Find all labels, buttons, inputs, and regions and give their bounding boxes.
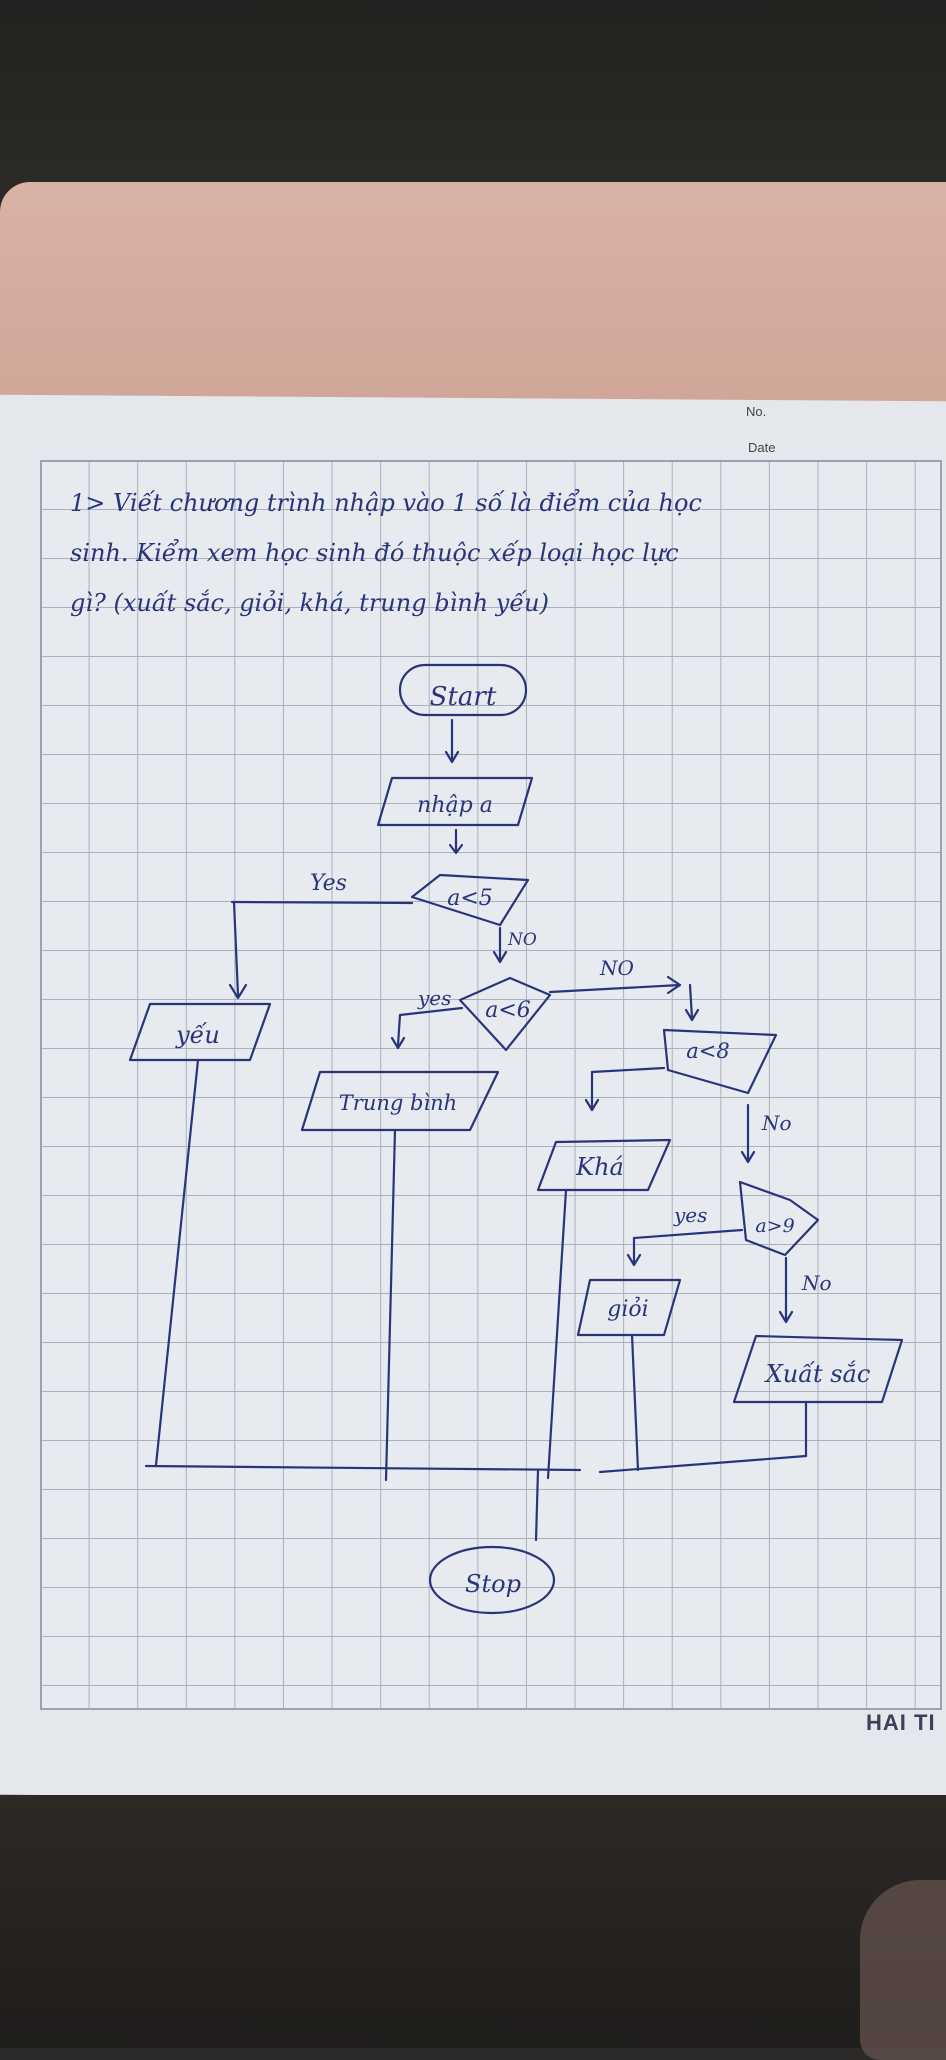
pink-notebook-cover <box>0 182 946 422</box>
notebook-brand: HAI TI <box>866 1710 936 1735</box>
graph-grid <box>40 460 942 1710</box>
cond2-yes-label: yes <box>417 986 451 1010</box>
problem-statement: 1> Viết chương trình nhập vào 1 số là đi… <box>70 478 930 628</box>
cond2-label: a<6 <box>485 998 531 1023</box>
cond4-no-label: No <box>801 1271 832 1295</box>
output-yeu <box>128 1002 272 1062</box>
output-gioi <box>576 1278 682 1337</box>
start-terminal <box>398 663 528 717</box>
desk-background-bottom <box>0 1795 946 2048</box>
cond4-yes-label: yes <box>673 1203 707 1227</box>
output-xuat-sac <box>732 1334 904 1404</box>
hand-shadow <box>860 1880 946 2060</box>
stop-terminal <box>428 1545 556 1615</box>
cond2-no-label: NO <box>599 956 634 980</box>
cond3-no-label: No <box>761 1111 792 1135</box>
problem-line-2: sinh. Kiểm xem học sinh đó thuộc xếp loạ… <box>70 539 679 567</box>
problem-line-3: gì? (xuất sắc, giỏi, khá, trung bình yếu… <box>70 589 549 617</box>
cond1-yes-label: Yes <box>310 871 347 896</box>
cond2-diamond <box>458 976 552 1052</box>
cond3-label: a<8 <box>686 1039 729 1063</box>
header-no-label: No. <box>746 404 767 419</box>
problem-line-1: 1> Viết chương trình nhập vào 1 số là đi… <box>70 489 702 517</box>
output-kha <box>536 1138 672 1192</box>
xuat-sac-label: Xuất sắc <box>764 1360 871 1388</box>
cond1-label: a<5 <box>447 886 493 911</box>
cond1-no-label: NO <box>507 930 537 950</box>
start-label: Start <box>430 682 497 712</box>
cond3-diamond <box>662 1028 778 1095</box>
output-trung-binh <box>300 1070 500 1132</box>
yeu-label: yếu <box>175 1021 220 1049</box>
input-parallelogram <box>376 776 534 827</box>
kha-label: Khá <box>575 1153 624 1181</box>
cond1-diamond <box>410 873 530 927</box>
cond4-diamond <box>738 1180 820 1257</box>
cond4-label: a>9 <box>755 1215 794 1237</box>
gioi-label: giỏi <box>607 1296 648 1322</box>
input-label: nhập a <box>417 793 493 818</box>
trung-binh-label: Trung bình <box>339 1091 457 1115</box>
header-date-label: Date <box>748 440 776 455</box>
stop-label: Stop <box>465 1570 521 1598</box>
